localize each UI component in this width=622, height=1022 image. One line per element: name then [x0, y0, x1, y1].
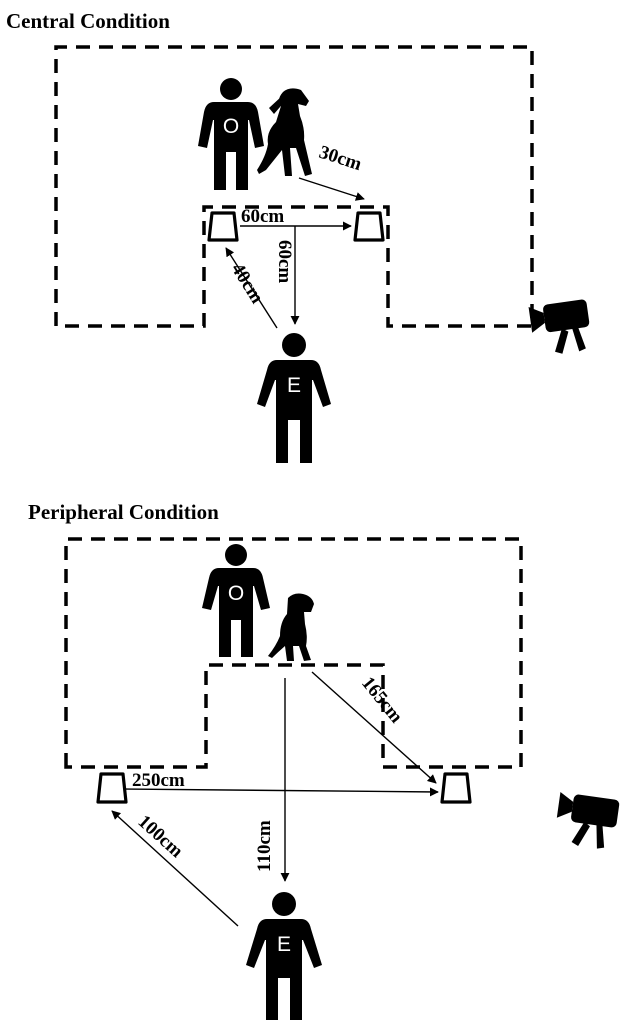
central-enclosure-boundary	[54, 45, 534, 328]
central-to-experimenter-distance: 60cm	[274, 240, 295, 283]
central-dog-icon	[257, 88, 312, 176]
peripheral-condition-panel: Peripheral Condition O E	[28, 500, 620, 1020]
peripheral-experimenter-label: E	[277, 933, 291, 956]
central-between-cups-distance: 60cm	[241, 206, 284, 227]
central-experimenter-to-cup-distance: 40cm	[227, 260, 268, 308]
central-condition-panel: Central Condition O E	[6, 9, 590, 463]
peripheral-between-cups-arrow	[123, 787, 439, 797]
central-title: Central Condition	[6, 9, 170, 33]
peripheral-observer-person-icon: O	[202, 544, 270, 657]
peripheral-left-cup-icon	[96, 772, 128, 804]
peripheral-dog-icon	[268, 593, 314, 661]
peripheral-between-cups-distance: 250cm	[132, 770, 185, 791]
peripheral-experimenter-to-cup-arrow	[111, 810, 239, 927]
peripheral-title: Peripheral Condition	[28, 500, 219, 524]
central-right-cup-icon	[353, 211, 385, 242]
central-experimenter-person-icon: E	[257, 333, 331, 463]
peripheral-dog-to-cup-arrow	[311, 671, 437, 784]
central-experimenter-to-cup-arrow	[225, 247, 278, 329]
peripheral-to-experimenter-distance: 110cm	[254, 820, 275, 872]
central-experimenter-label: E	[287, 374, 301, 397]
peripheral-enclosure-boundary	[64, 537, 523, 769]
central-dog-to-cup-distance: 30cm	[316, 142, 364, 175]
peripheral-right-cup-icon	[440, 772, 472, 804]
peripheral-video-camera-icon	[556, 791, 620, 849]
central-dog-to-cup-arrow	[298, 177, 365, 201]
central-observer-label: O	[223, 115, 239, 138]
central-left-cup-icon	[207, 211, 239, 242]
peripheral-experimenter-person-icon: E	[246, 892, 322, 1020]
peripheral-observer-label: O	[228, 582, 244, 605]
central-observer-person-icon: O	[198, 78, 264, 190]
central-video-camera-icon	[528, 299, 590, 354]
